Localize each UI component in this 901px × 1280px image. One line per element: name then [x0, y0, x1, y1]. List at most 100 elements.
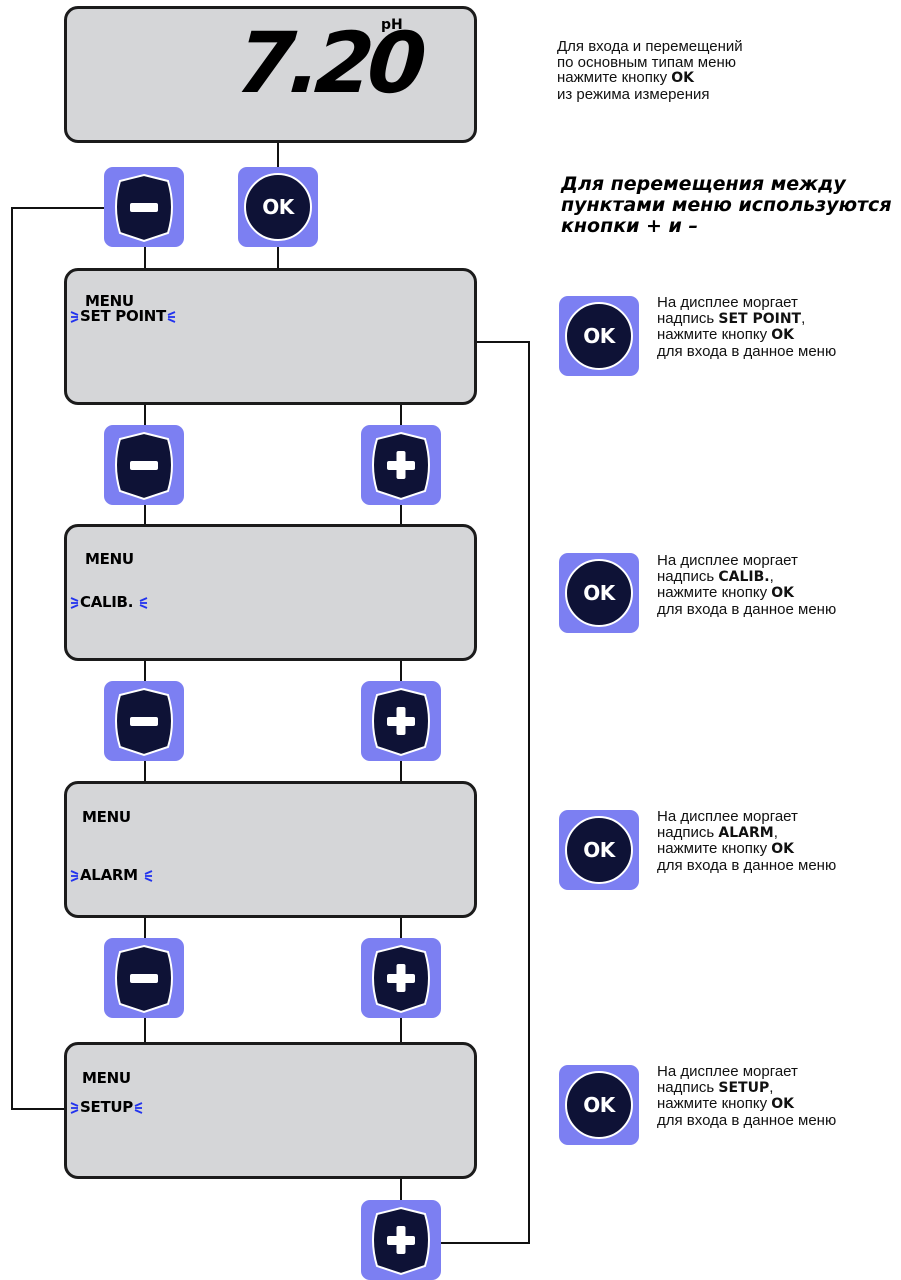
- side-note-line1: На дисплее моргает: [657, 294, 798, 311]
- plus-button[interactable]: [361, 681, 441, 761]
- side-note-line4: для входа в данное меню: [657, 856, 837, 874]
- side-note-line4: для входа в данное меню: [657, 1111, 837, 1129]
- side-note-line3-key: OK: [771, 327, 795, 343]
- menu-display-setup: MENU SETUP: [64, 1042, 477, 1179]
- menu-title: MENU: [82, 808, 131, 826]
- ok-button-label: OK: [583, 324, 615, 348]
- blink-right-icon: [133, 1101, 143, 1115]
- side-note-line2-suffix: ,: [769, 567, 774, 585]
- side-note-line3: нажмите кнопку OK: [657, 585, 836, 602]
- side-note-line2-suffix: ,: [773, 823, 778, 841]
- menu-item-label: SETUP: [80, 1098, 133, 1116]
- side-note-line3-prefix: нажмите кнопку: [657, 326, 772, 343]
- side-note-line4: для входа в данное меню: [657, 342, 837, 360]
- side-note-line2-suffix: ,: [769, 1078, 774, 1096]
- plus-button[interactable]: [361, 425, 441, 505]
- ok-circle-icon: [565, 1071, 633, 1139]
- menu-display-calib: MENU CALIB.: [64, 524, 477, 661]
- menu-item-row: SET POINT: [70, 308, 176, 324]
- menu-display-set-point: MENU SET POINT: [64, 268, 477, 405]
- side-note-line3-key: OK: [771, 1096, 795, 1112]
- blink-left-icon: [70, 596, 80, 610]
- side-note-line2-prefix: надпись: [657, 823, 719, 841]
- menu-item-label: CALIB.: [80, 593, 134, 611]
- minus-icon: [115, 431, 173, 501]
- menu-title: MENU: [85, 292, 134, 310]
- side-note-line2-prefix: надпись: [657, 1078, 719, 1096]
- side-note-line2: надпись SETUP,: [657, 1078, 836, 1097]
- plus-icon: [372, 944, 430, 1014]
- plus-button[interactable]: [361, 1200, 441, 1280]
- side-note-line4: для входа в данное меню: [657, 600, 837, 618]
- side-note-key: CALIB.: [718, 568, 770, 585]
- top-instruction-line2: по основным типам меню: [557, 53, 736, 71]
- top-instruction-line3: нажмите кнопку OK: [557, 70, 743, 87]
- plus-icon: [372, 687, 430, 757]
- ok-button-set-point[interactable]: OK: [559, 296, 639, 376]
- blink-left-icon: [70, 869, 80, 883]
- ok-circle-icon: [565, 816, 633, 884]
- minus-button[interactable]: [104, 425, 184, 505]
- blink-right-icon: [143, 869, 153, 883]
- side-note-line1: На дисплее моргает: [657, 552, 798, 569]
- plus-icon: [372, 431, 430, 501]
- side-note-line3: нажмите кнопку OK: [657, 841, 836, 858]
- ok-circle-icon: [244, 173, 312, 241]
- ok-circle-icon: [565, 302, 633, 370]
- minus-button[interactable]: [104, 681, 184, 761]
- menu-item-label: SET POINT: [80, 307, 166, 325]
- side-note-line2: надпись CALIB.,: [657, 567, 836, 586]
- ok-button-label: OK: [583, 1093, 615, 1117]
- side-note-line1: На дисплее моргает: [657, 1063, 798, 1080]
- side-note-line2: надпись ALARM,: [657, 823, 836, 842]
- plus-icon: [372, 1206, 430, 1276]
- menu-item-row: ALARM: [70, 867, 153, 883]
- top-instruction-line3-key: OK: [671, 70, 695, 86]
- ok-button-label: OK: [583, 838, 615, 862]
- ok-button-main[interactable]: OK: [238, 167, 318, 247]
- minus-icon: [115, 173, 173, 243]
- ph-reading: 7.20: [233, 14, 424, 112]
- ok-button-label: OK: [262, 195, 294, 219]
- menu-item-row: CALIB.: [70, 594, 148, 610]
- side-note-key: ALARM: [718, 824, 774, 841]
- blink-right-icon: [166, 310, 176, 324]
- minus-icon: [115, 944, 173, 1014]
- side-note-line1: На дисплее моргает: [657, 808, 798, 825]
- plus-button[interactable]: [361, 938, 441, 1018]
- blink-left-icon: [70, 1101, 80, 1115]
- menu-title: MENU: [82, 1069, 131, 1087]
- side-note-calib: На дисплее моргает надпись CALIB., нажми…: [657, 553, 836, 617]
- side-note-line3: нажмите кнопку OK: [657, 1096, 836, 1113]
- top-instruction-line3-prefix: нажмите кнопку: [557, 69, 672, 86]
- top-instruction-line1: Для входа и перемещений: [557, 38, 743, 55]
- ok-button-alarm[interactable]: OK: [559, 810, 639, 890]
- side-note-line3-key: OK: [771, 841, 795, 857]
- menu-display-alarm: MENU ALARM: [64, 781, 477, 918]
- navigation-note-line1: Для перемещения между: [561, 173, 846, 195]
- side-note-line2: надпись SET POINT,: [657, 309, 836, 328]
- side-note-line2-prefix: надпись: [657, 309, 719, 327]
- top-instruction: Для входа и перемещений по основным типа…: [557, 39, 743, 102]
- top-instruction-line4: из режима измерения: [557, 85, 710, 103]
- blink-right-icon: [138, 596, 148, 610]
- side-note-line3-prefix: нажмите кнопку: [657, 584, 772, 601]
- side-note-line3: нажмите кнопку OK: [657, 327, 836, 344]
- navigation-note: Для перемещения между пунктами меню испо…: [561, 174, 892, 237]
- menu-item-label: ALARM: [80, 866, 138, 884]
- side-note-key: SETUP: [718, 1079, 770, 1096]
- navigation-note-line2: пунктами меню используются: [561, 194, 892, 216]
- ok-button-calib[interactable]: OK: [559, 553, 639, 633]
- ph-unit-label: pH: [381, 17, 403, 33]
- ok-button-setup[interactable]: OK: [559, 1065, 639, 1145]
- menu-title: MENU: [85, 550, 134, 568]
- side-note-setup: На дисплее моргает надпись SETUP, нажмит…: [657, 1064, 836, 1128]
- side-note-line2-prefix: надпись: [657, 567, 719, 585]
- navigation-note-line3: кнопки + и –: [561, 215, 698, 237]
- minus-button[interactable]: [104, 167, 184, 247]
- minus-button[interactable]: [104, 938, 184, 1018]
- side-note-line3-prefix: нажмите кнопку: [657, 840, 772, 857]
- ok-circle-icon: [565, 559, 633, 627]
- minus-icon: [115, 687, 173, 757]
- side-note-key: SET POINT: [718, 310, 802, 327]
